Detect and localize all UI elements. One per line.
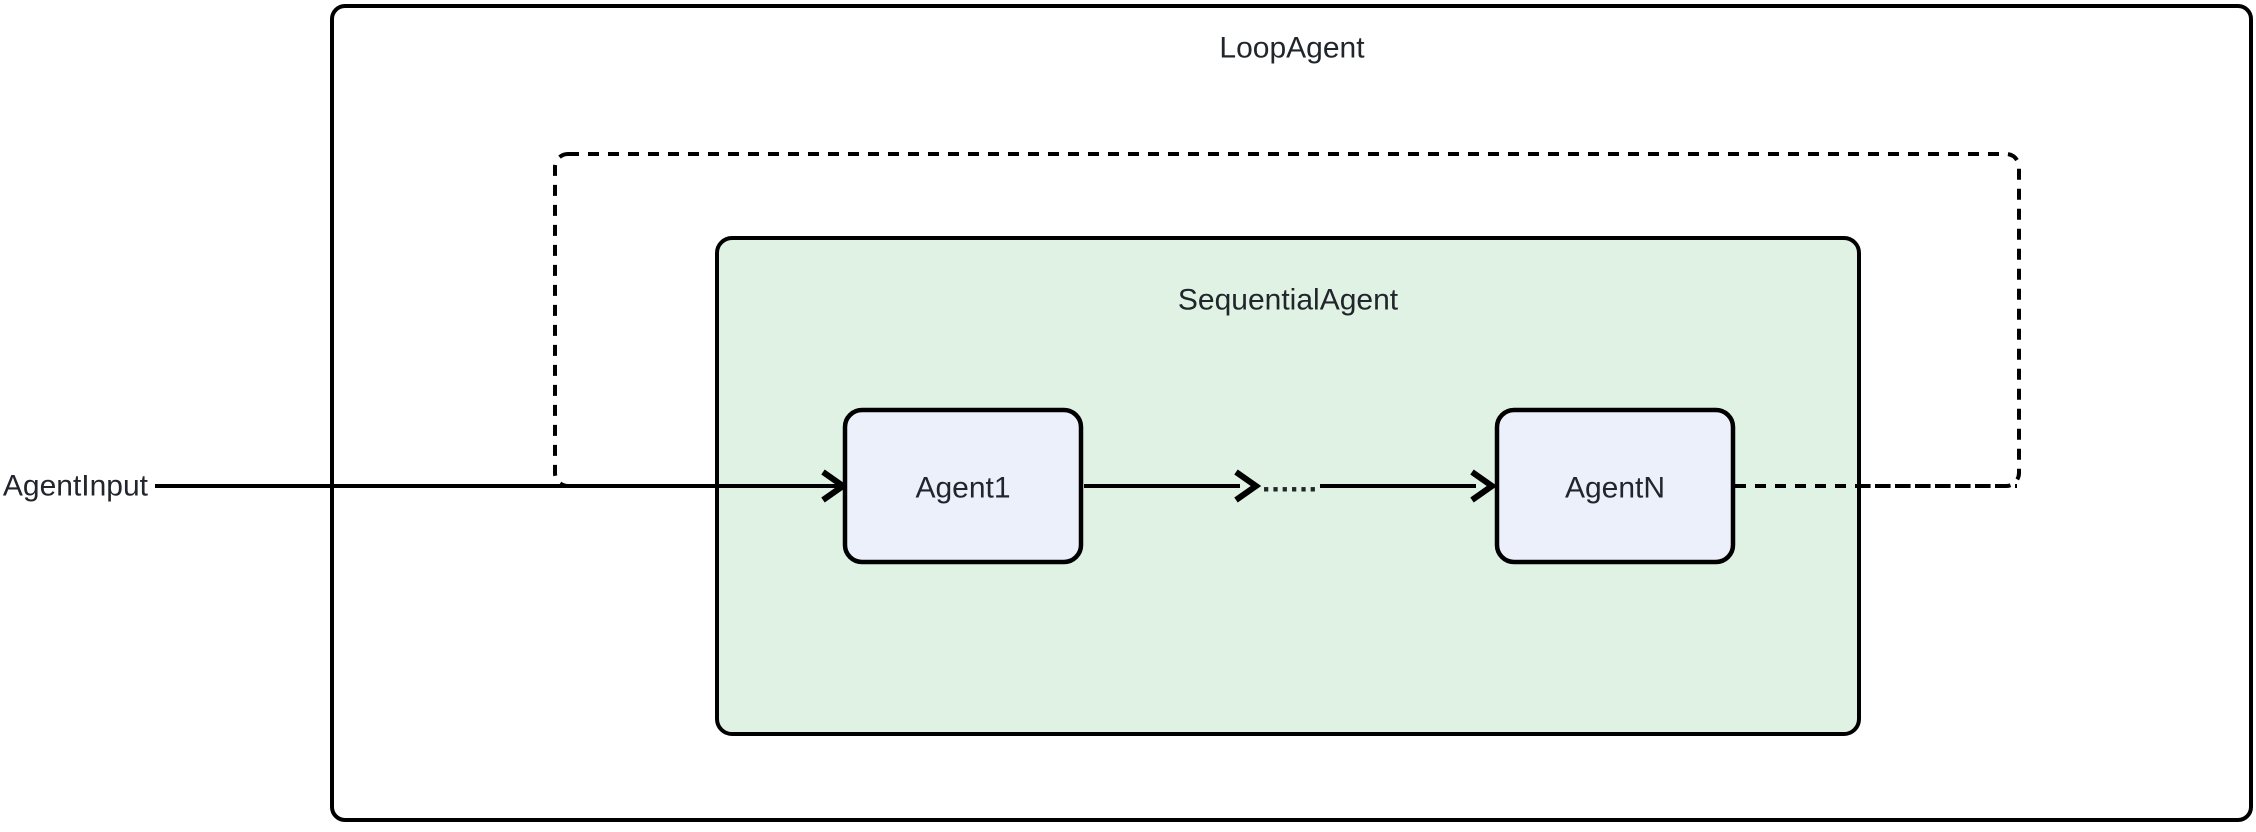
arrowhead-to-ellipsis-icon bbox=[1234, 469, 1262, 503]
loop-agent-label: LoopAgent bbox=[1219, 32, 1365, 65]
node-agentn bbox=[1494, 407, 1736, 565]
node-agent1 bbox=[842, 407, 1084, 565]
sequential-agent-label: SequentialAgent bbox=[1178, 284, 1399, 317]
arrowhead-into-agentn-icon bbox=[1470, 469, 1498, 503]
node-agentn-label: AgentN bbox=[1565, 472, 1665, 505]
agent-input-label: AgentInput bbox=[3, 470, 149, 503]
node-agent1-label: Agent1 bbox=[915, 472, 1010, 505]
ellipsis-label: ...... bbox=[1262, 466, 1318, 499]
